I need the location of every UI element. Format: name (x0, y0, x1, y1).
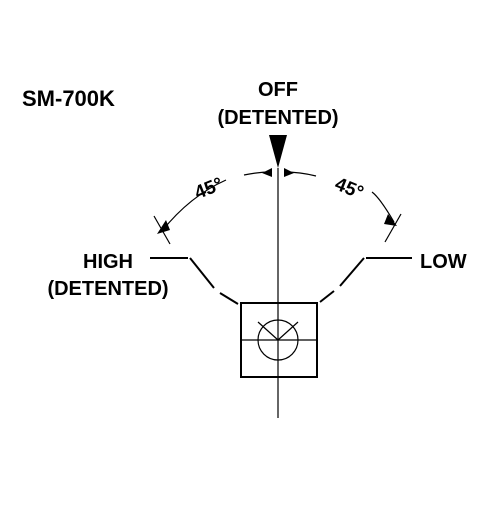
right-arc-arrowhead-off (284, 168, 294, 177)
switch-knob-circle (257, 319, 299, 361)
low-label: LOW (420, 251, 467, 273)
high-leader-to-switch (219, 292, 239, 305)
high-label: HIGH (83, 251, 133, 273)
left-arc-arrowhead-high (157, 220, 170, 234)
off-pointer-arrow (269, 135, 287, 168)
off-label: OFF (258, 79, 298, 101)
low-leader-to-switch (319, 290, 335, 303)
high-detented-label: (DETENTED) (47, 278, 168, 300)
left-angle-label: 45° (192, 174, 227, 204)
right-extension-tick (384, 213, 402, 243)
model-title: SM-700K (22, 86, 115, 111)
right-angle-arc-lower (371, 191, 395, 223)
high-leader-diagonal (189, 257, 215, 289)
right-arc-arrowhead-low (384, 214, 397, 226)
low-leader-diagonal (339, 257, 365, 287)
switch-knob-right-mark (277, 321, 299, 341)
left-angle-arc-lower (161, 179, 227, 232)
left-extension-tick (153, 215, 171, 245)
switch-knob-left-mark (257, 321, 279, 341)
right-angle-label: 45° (332, 174, 367, 204)
left-arc-arrowhead-off (262, 168, 272, 177)
off-detented-label: (DETENTED) (217, 107, 338, 129)
